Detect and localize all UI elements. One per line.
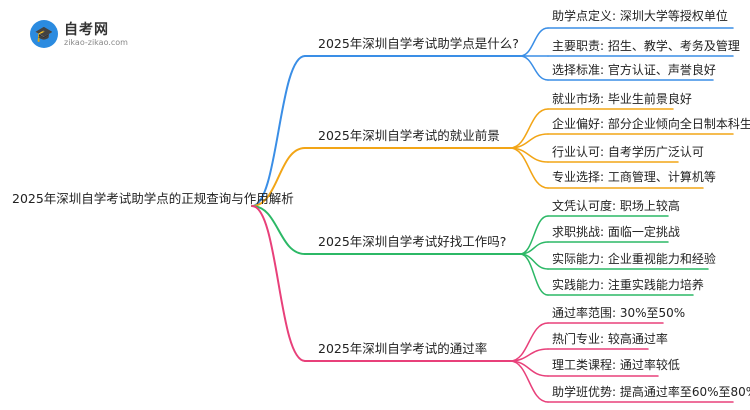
root-node: 2025年深圳自学考试助学点的正规查询与作用解析 (12, 191, 294, 206)
connector-line (251, 205, 306, 255)
branch-node-2: 2025年深圳自学考试的就业前景 (318, 128, 500, 143)
branch-node-3: 2025年深圳自学考试好找工作吗? (318, 234, 507, 249)
connector-line (509, 360, 549, 403)
leaf-node: 助学点定义: 深圳大学等授权单位 (552, 9, 728, 23)
logo-title: 自考网 (64, 22, 109, 38)
logo-url: zikao-zikao.com (64, 38, 128, 47)
connector-line (251, 55, 306, 207)
leaf-node: 通过率范围: 30%至50% (552, 306, 686, 320)
leaf-node: 理工类课程: 通过率较低 (552, 358, 680, 372)
leaf-node: 选择标准: 官方认证、声誉良好 (552, 63, 716, 77)
leaf-node: 实践能力: 注重实践能力培养 (552, 278, 704, 292)
leaf-node: 文凭认可度: 职场上较高 (552, 199, 680, 213)
leaf-node: 实际能力: 企业重视能力和经验 (552, 252, 716, 266)
connector-line (251, 205, 306, 362)
graduation-cap-icon: 🎓 (30, 20, 58, 48)
leaf-node: 主要职责: 招生、教学、考务及管理 (552, 39, 740, 53)
connector-line (519, 55, 549, 81)
branch-node-1: 2025年深圳自学考试助学点是什么? (318, 36, 519, 51)
connector-line (509, 322, 549, 362)
connector-line (519, 27, 549, 57)
connector-line (509, 108, 549, 149)
branch-node-4: 2025年深圳自学考试的通过率 (318, 341, 488, 356)
connector-line (251, 147, 306, 207)
leaf-node: 企业偏好: 部分企业倾向全日制本科生 (552, 117, 750, 131)
leaf-node: 求职挑战: 面临一定挑战 (552, 225, 680, 239)
leaf-node: 热门专业: 较高通过率 (552, 332, 668, 346)
leaf-node: 行业认可: 自考学历广泛认可 (552, 145, 704, 159)
connector-line (519, 253, 549, 296)
connector-line (509, 147, 549, 189)
site-logo[interactable]: 🎓 自考网 zikao-zikao.com (30, 18, 140, 52)
connector-line (519, 215, 549, 255)
leaf-node: 助学班优势: 提高通过率至60%至80% (552, 385, 750, 399)
leaf-node: 就业市场: 毕业生前景良好 (552, 92, 692, 106)
leaf-node: 专业选择: 工商管理、计算机等 (552, 170, 716, 184)
